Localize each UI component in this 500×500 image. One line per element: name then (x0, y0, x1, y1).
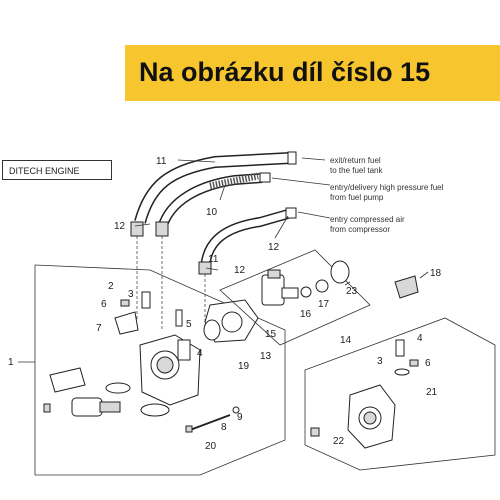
nut-6 (120, 299, 130, 307)
fitting-12b (155, 221, 169, 237)
banner-title: Na obrázku díl číslo 15 (139, 57, 431, 87)
callout-3b: 3 (377, 356, 383, 367)
note-exit-return-line2: to the fuel tank (330, 166, 383, 175)
o-ring-17 (315, 279, 329, 293)
callout-3a: 3 (128, 289, 134, 300)
injector-2 (141, 291, 151, 309)
pressure-regulator-15 (261, 269, 299, 306)
washer-9 (232, 406, 240, 414)
callout-17: 17 (318, 299, 330, 310)
callout-6b: 6 (425, 358, 431, 369)
callout-19: 19 (238, 361, 250, 372)
injector-body-right (347, 384, 396, 449)
callout-12c: 12 (268, 242, 280, 253)
callout-10: 10 (206, 207, 218, 218)
injector-body (139, 334, 201, 406)
note-exit-return-line1: exit/return fuel (330, 156, 381, 165)
screw-5 (175, 309, 183, 327)
o-ring-lower (140, 403, 170, 417)
title-banner: Na obrázku díl číslo 15 (125, 45, 500, 101)
group-box-right (304, 317, 496, 471)
o-ring-left (105, 382, 131, 394)
screw-small (43, 403, 51, 413)
callout-8: 8 (221, 422, 227, 433)
callout-4a: 4 (197, 348, 203, 359)
callout-11a: 11 (156, 156, 167, 167)
callout-6a: 6 (101, 299, 107, 310)
screw-22 (310, 427, 320, 437)
callout-2: 2 (108, 281, 114, 292)
callout-5: 5 (186, 319, 192, 330)
nut-6r (409, 359, 419, 367)
callout-12a: 12 (114, 221, 126, 232)
o-ring-23 (330, 260, 350, 284)
callout-20: 20 (205, 441, 217, 452)
o-ring-13 (203, 319, 221, 341)
callout-16: 16 (300, 309, 312, 320)
note-entry-air-line2: from compressor (330, 225, 390, 234)
callout-1: 1 (8, 357, 14, 368)
callout-9: 9 (237, 412, 243, 423)
injector-4r (395, 339, 405, 357)
group-box-14 (219, 249, 371, 346)
bolt-20 (185, 425, 193, 433)
callout-7: 7 (96, 323, 102, 334)
callout-21: 21 (426, 387, 438, 398)
callout-13: 13 (260, 351, 272, 362)
o-ring-21 (394, 368, 410, 376)
hose-return (134, 151, 297, 224)
callout-22: 22 (333, 436, 345, 447)
callout-11b: 11 (208, 254, 219, 265)
callout-4b: 4 (417, 333, 423, 344)
actuator-left (49, 367, 121, 417)
callout-14: 14 (340, 335, 352, 346)
note-entry-fuel-line2: from fuel pump (330, 193, 384, 202)
callout-23: 23 (346, 286, 358, 297)
note-entry-air-line1: entry compressed air (330, 215, 405, 224)
fitting-12a (130, 221, 144, 237)
engine-label: DITECH ENGINE (2, 160, 112, 180)
clip-18 (394, 275, 419, 299)
hose-delivery (157, 172, 271, 230)
group-box-left (34, 264, 286, 476)
washer-16 (300, 286, 312, 298)
callout-12b: 12 (234, 265, 246, 276)
note-entry-fuel-line1: entry/delivery high pressure fuel (330, 183, 444, 192)
callout-18: 18 (430, 268, 442, 279)
bracket-7 (114, 311, 139, 335)
hose-air (200, 207, 297, 273)
callout-15: 15 (265, 329, 277, 340)
